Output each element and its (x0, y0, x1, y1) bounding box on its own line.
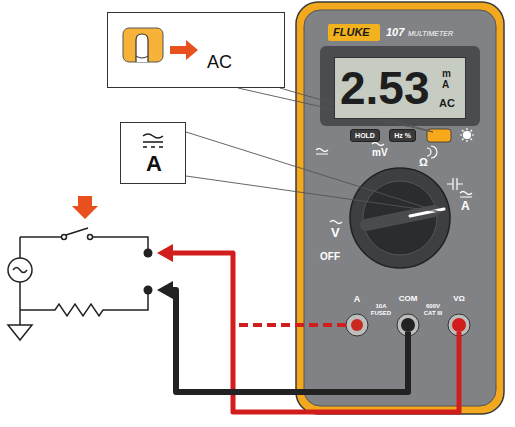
meter-holster (296, 2, 504, 414)
dial-symbols (316, 143, 472, 224)
model-number: 107 (386, 27, 404, 38)
node-text: 2.53 (340, 65, 430, 111)
jack-rating: 600V (426, 303, 440, 309)
meter-body (304, 10, 496, 406)
black-test-lead (172, 290, 408, 392)
dial-label: OFF (320, 252, 340, 262)
lcd-display: 2.53 mA AC (334, 57, 466, 119)
red-test-lead (172, 253, 459, 412)
dial-label: mV (372, 148, 388, 158)
button-press-icon (123, 28, 198, 62)
node-text: A (146, 153, 162, 175)
node-text: AC (439, 98, 455, 109)
logo-plate (328, 24, 380, 41)
node-text: AC (207, 53, 232, 71)
node-text: m (442, 69, 451, 79)
display-bezel (320, 46, 480, 126)
switch-arrow (72, 196, 98, 219)
jack-rating: FUSED (371, 310, 391, 316)
test-circuit (8, 228, 148, 340)
callout-box: A (120, 122, 186, 184)
dashed-test-lead (234, 323, 346, 327)
node-text: Hz % (394, 132, 411, 139)
backlight-icon (460, 128, 474, 142)
dial-knob (363, 181, 437, 255)
jack-rating: 10A (375, 303, 386, 309)
callout-box: AC (107, 12, 285, 88)
black-probe-tip (157, 281, 173, 299)
model-name: MULTIMETER (408, 30, 453, 37)
terminal-dot (144, 249, 153, 258)
jack-label: COM (399, 295, 418, 303)
red-probe-tip (157, 244, 173, 262)
node-text: HOLD (355, 132, 375, 139)
brand-name: FLUKE (333, 27, 370, 38)
dial-label: A (461, 200, 470, 212)
jack-rating: CAT III (424, 310, 443, 316)
rotary-dial (350, 168, 450, 268)
hold-button: HOLD (350, 129, 380, 142)
dial-label: V (331, 226, 340, 239)
dial-label: Ω (419, 157, 428, 168)
jack-label: A (354, 295, 361, 304)
jack-label: VΩ (453, 295, 465, 303)
node-text: A (442, 80, 449, 90)
terminal-dot (144, 286, 153, 295)
hz-button: Hz % (389, 129, 416, 142)
ac-dc-symbol (143, 134, 163, 147)
